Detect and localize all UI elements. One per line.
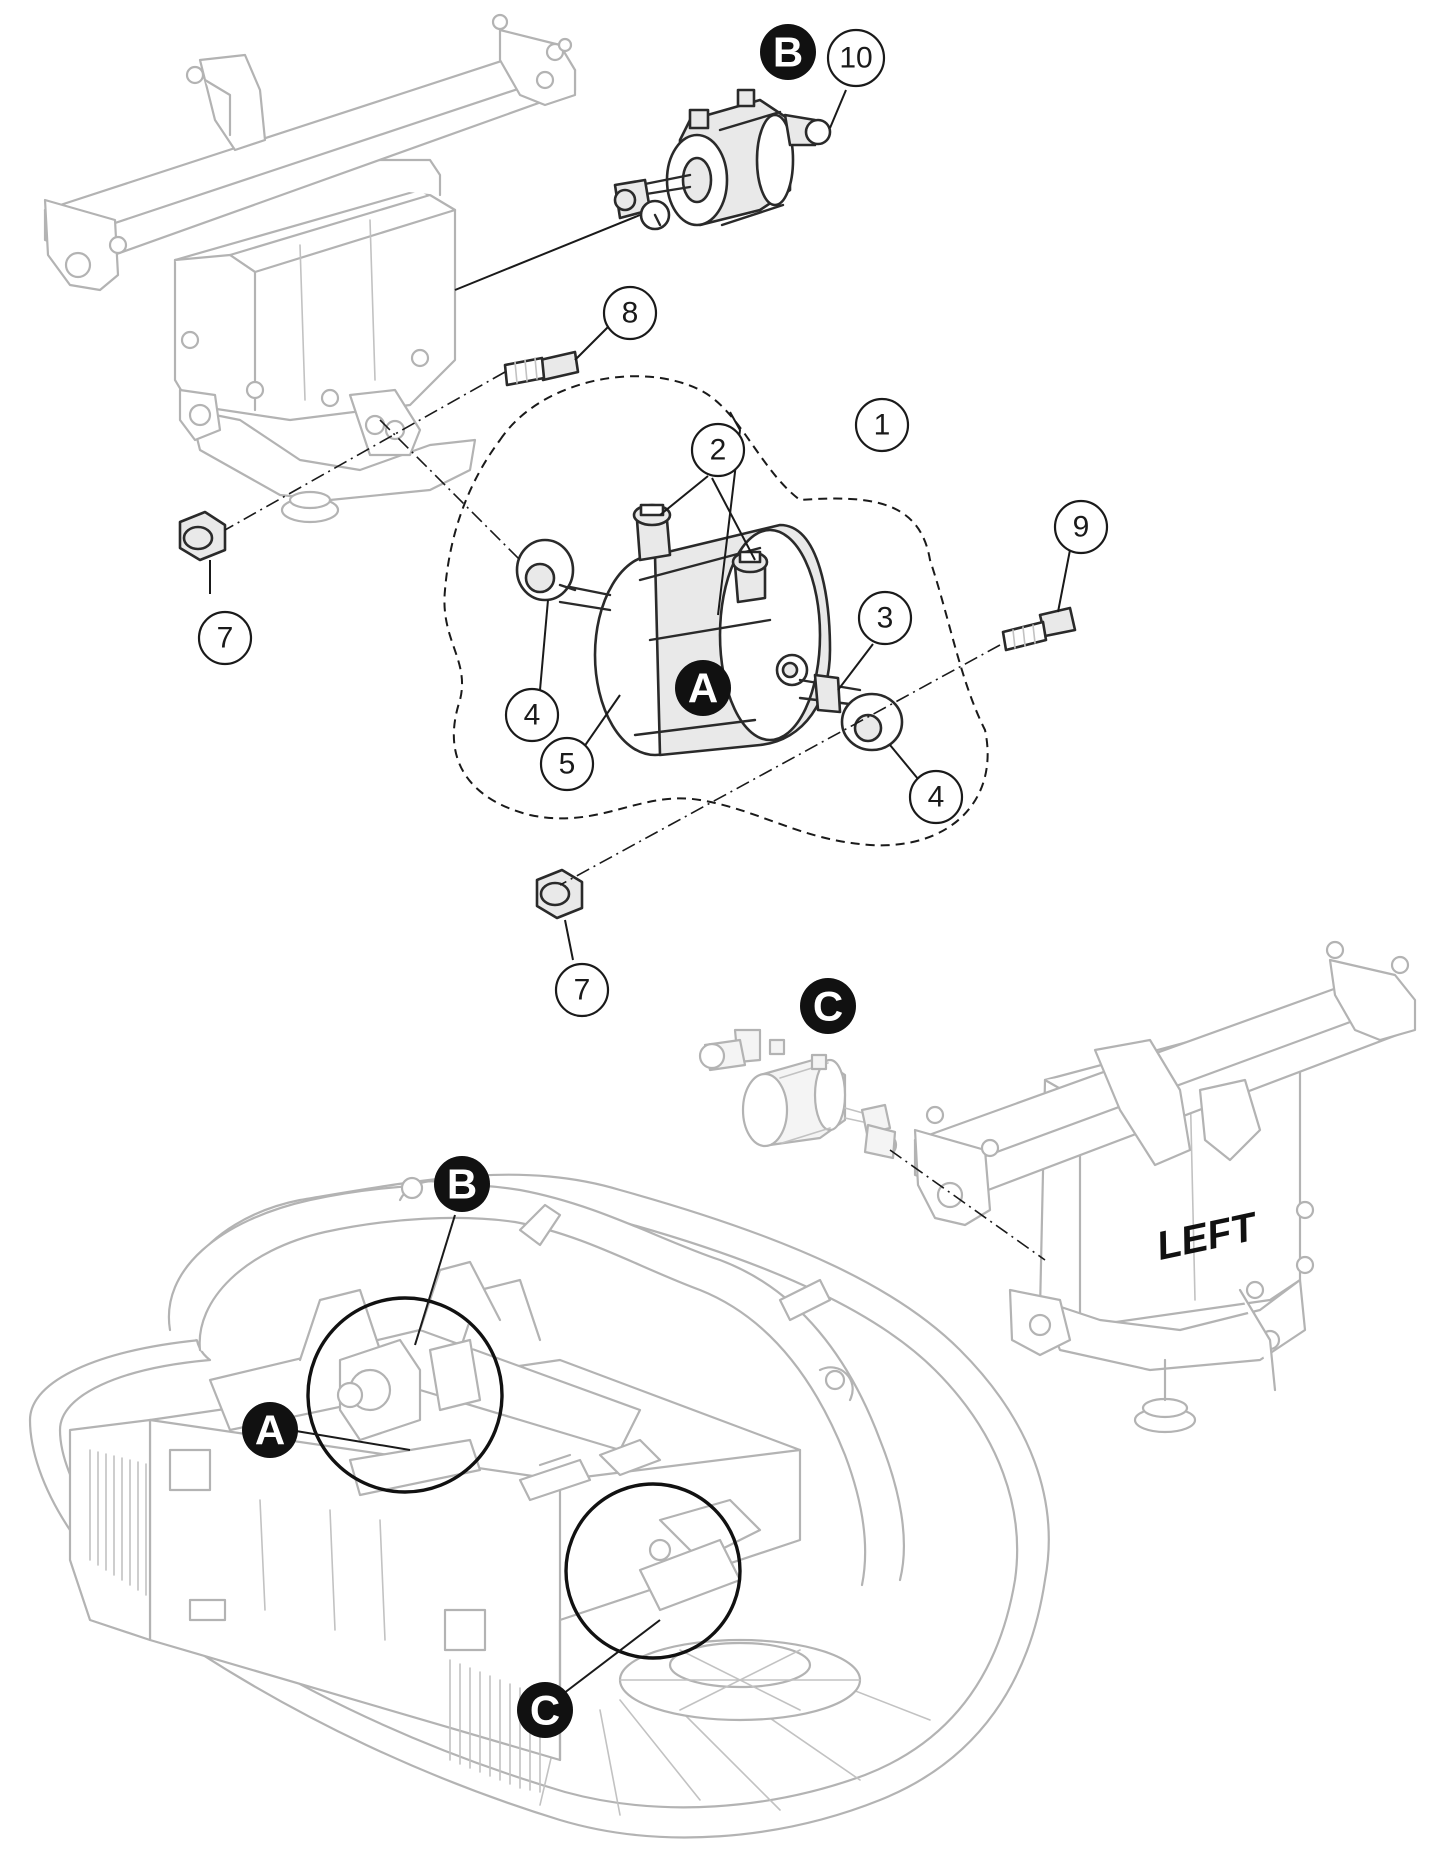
callout-5-label: 5 [559, 748, 576, 781]
badge-a-main: A [675, 660, 731, 716]
badge-c-machine: C [517, 1682, 573, 1738]
badge-b-main: B [760, 24, 816, 80]
leader-a-machine [289, 1429, 411, 1451]
kit-outline [443, 375, 989, 847]
callout-1: 1 [854, 397, 910, 453]
callout-3: 3 [857, 590, 913, 646]
callout-7-lower: 7 [554, 962, 610, 1018]
power-trowel-machine [28, 1173, 1050, 1839]
lower-right-gearbox-assembly: LEFT [913, 940, 1417, 1434]
detail-c-cylinder [698, 1028, 898, 1160]
badge-a-main-label: A [688, 665, 718, 712]
badge-a-machine: A [242, 1402, 298, 1458]
callout-1-label: 1 [874, 409, 891, 442]
badge-c-machine-label: C [530, 1687, 560, 1734]
leader-c-machine [554, 1619, 661, 1701]
axis-line-bolt-9 [559, 644, 1001, 886]
nut-7-upper [178, 510, 227, 562]
callout-8-label: 8 [622, 297, 639, 330]
callout-7-upper-label: 7 [217, 622, 234, 655]
badge-c-main-label: C [813, 983, 843, 1030]
bolt-8 [503, 350, 580, 387]
callout-9: 9 [1053, 499, 1109, 555]
callout-10: 10 [826, 28, 886, 88]
axis-line-bolt-8 [224, 371, 506, 531]
badge-a-machine-label: A [255, 1407, 285, 1454]
leader-gearbox-to-b [454, 214, 641, 291]
axis-line-rod-end-left [379, 419, 521, 561]
detail-ring-c [564, 1482, 742, 1660]
main-cylinder-assembly [515, 503, 904, 757]
badge-b-machine-label: B [447, 1161, 477, 1208]
callout-4-right: 4 [908, 769, 964, 825]
callout-2-label: 2 [710, 434, 727, 467]
upper-left-gearbox-assembly [43, 13, 577, 524]
callout-2: 2 [690, 422, 746, 478]
callout-leaders [209, 89, 1071, 961]
callout-4-left-label: 4 [524, 699, 541, 732]
callout-8: 8 [602, 285, 658, 341]
bolt-9 [1001, 606, 1077, 652]
detail-ring-a-b [306, 1296, 504, 1494]
callout-9-label: 9 [1073, 511, 1090, 544]
callout-10-label: 10 [839, 42, 872, 75]
callout-7-lower-label: 7 [574, 974, 591, 1007]
callout-4-right-label: 4 [928, 781, 945, 814]
callout-4-left: 4 [504, 687, 560, 743]
leader-b-machine [414, 1214, 456, 1346]
detail-b-cylinder [613, 88, 832, 231]
callout-5: 5 [539, 736, 595, 792]
axis-line-detail-c [889, 1149, 1046, 1261]
badge-b-main-label: B [773, 29, 803, 76]
badge-b-machine: B [434, 1156, 490, 1212]
callout-7-upper: 7 [197, 610, 253, 666]
callout-3-label: 3 [877, 602, 894, 635]
nut-7-lower [535, 868, 584, 920]
badge-c-main: C [800, 978, 856, 1034]
